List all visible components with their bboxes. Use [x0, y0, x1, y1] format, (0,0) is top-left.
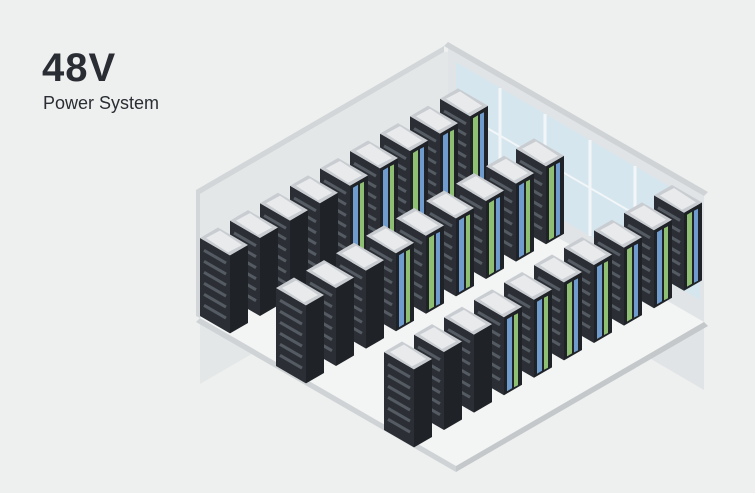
rack-led-strip — [519, 182, 524, 258]
rack-top-panel — [282, 280, 318, 303]
rack-top-panel — [236, 213, 272, 235]
rack-side — [594, 254, 612, 343]
rack-led-strip — [537, 298, 542, 374]
rack-led-strip — [466, 214, 470, 289]
rack-top-panel — [402, 210, 438, 233]
rack-top-panel — [522, 141, 558, 164]
rack-side — [546, 155, 564, 245]
rack-led-strip — [450, 129, 454, 204]
rack-top-panel — [510, 274, 546, 297]
rack-top-panel — [432, 193, 468, 216]
rack-led-strip — [360, 181, 364, 256]
floor-edge-right — [456, 322, 708, 472]
rack-side — [260, 227, 278, 316]
rack-led-strip — [507, 316, 512, 392]
rack-side — [336, 277, 354, 366]
rack-led-strip — [383, 167, 388, 243]
rack-side — [504, 306, 522, 396]
rack-led-strip — [549, 165, 554, 241]
server-rack — [276, 277, 324, 384]
rack-top-panel — [420, 327, 456, 349]
rack-led-strip — [390, 164, 394, 239]
rack-led-strip — [567, 281, 572, 357]
rack-led-strip — [574, 278, 578, 353]
rack-side — [396, 242, 414, 332]
rack-side — [654, 219, 672, 309]
rack-side — [624, 237, 642, 326]
rack-led-strip — [544, 295, 548, 370]
rack-side — [684, 202, 702, 291]
rack-led-strip — [597, 264, 602, 339]
rack-led-strip — [353, 184, 358, 260]
rack-side — [414, 358, 432, 448]
rack-led-strip — [556, 162, 560, 237]
rack-led-strip — [604, 261, 608, 335]
rack-led-strip — [459, 217, 464, 293]
rack-side — [230, 244, 248, 334]
page-subtitle: Power System — [43, 93, 160, 113]
server-rack — [384, 341, 432, 448]
rack-top-panel — [630, 205, 666, 228]
rack-top-panel — [372, 228, 408, 251]
rack-top-panel — [390, 344, 426, 367]
rack-top-panel — [326, 160, 362, 183]
rack-top-panel — [296, 178, 332, 201]
rack-led-strip — [429, 234, 434, 310]
rack-top-panel — [492, 158, 528, 181]
rack-led-strip — [489, 200, 494, 275]
server-rack-rows — [200, 88, 702, 448]
rack-side — [320, 192, 338, 282]
rack-side — [290, 210, 308, 299]
rack-led-strip — [634, 243, 638, 318]
rack-top-panel — [480, 292, 516, 315]
rack-top-panel — [342, 245, 378, 268]
rack-led-strip — [526, 179, 530, 254]
rack-led-strip — [657, 229, 662, 305]
rack-top-panel — [660, 187, 696, 210]
rack-top-panel — [206, 230, 242, 253]
rack-led-strip — [480, 112, 484, 187]
rack-side — [534, 289, 552, 378]
rack-side — [456, 207, 474, 297]
rack-led-strip — [627, 246, 632, 322]
rack-side — [516, 173, 534, 262]
rack-top-panel — [570, 240, 606, 262]
rack-top-panel — [450, 309, 486, 332]
rack-top-panel — [446, 91, 482, 114]
rack-top-panel — [356, 143, 392, 166]
rack-top-panel — [462, 176, 498, 198]
rack-led-strip — [664, 226, 668, 301]
rack-top-panel — [416, 108, 452, 131]
rack-led-strip — [443, 132, 448, 208]
rack-side — [564, 271, 582, 361]
rack-side — [426, 225, 444, 314]
rack-side — [444, 341, 462, 430]
rack-top-panel — [386, 126, 422, 148]
rack-led-strip — [473, 115, 478, 191]
rack-led-strip — [420, 147, 424, 221]
rack-top-panel — [312, 263, 348, 285]
rack-led-strip — [496, 197, 500, 271]
rack-led-strip — [413, 150, 418, 225]
right-wall-top — [444, 42, 708, 196]
rack-led-strip — [436, 231, 440, 306]
rack-top-panel — [540, 257, 576, 280]
rack-side — [474, 324, 492, 413]
rack-side — [306, 294, 324, 384]
rack-led-strip — [514, 313, 518, 388]
rack-side — [366, 260, 384, 349]
rack-led-strip — [406, 249, 410, 324]
rack-led-strip — [687, 211, 692, 287]
rack-led-strip — [694, 208, 698, 283]
rack-side — [486, 190, 504, 279]
rack-top-panel — [600, 222, 636, 245]
page-title: 48V — [42, 46, 117, 90]
rack-top-panel — [266, 195, 302, 218]
server-rack — [200, 227, 248, 334]
rack-led-strip — [399, 252, 404, 328]
